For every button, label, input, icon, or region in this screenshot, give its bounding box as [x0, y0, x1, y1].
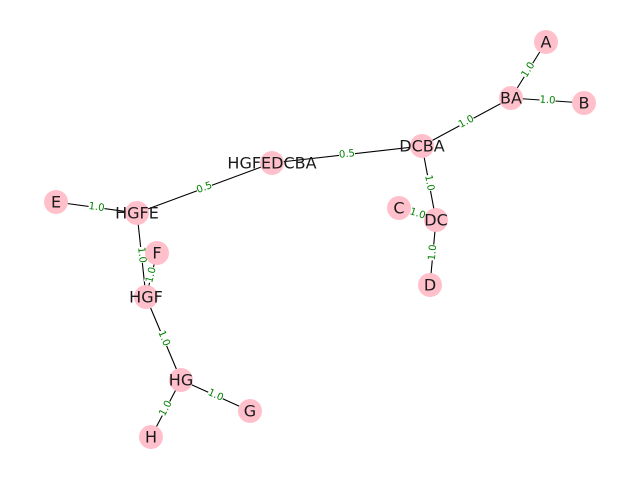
- edge-weight-DCBA-DC: 1.0: [421, 174, 437, 192]
- edge-weight-background: [539, 93, 556, 108]
- node-circle: [169, 368, 193, 392]
- node-HGF: HGF: [129, 285, 163, 309]
- node-BA: BA: [499, 86, 523, 110]
- node-circle: [44, 190, 68, 214]
- node-circle: [410, 134, 434, 158]
- edge-weight-label: 1.0: [144, 266, 159, 284]
- edge-weight-background: [408, 205, 427, 223]
- edge-weight-E-HGFE: 1.0: [87, 200, 106, 215]
- node-label: DC: [424, 211, 448, 230]
- edge-weight-HGF-HG: 1.0: [154, 328, 173, 349]
- node-circle: [499, 86, 523, 110]
- node-circle: [418, 273, 442, 297]
- node-E: E: [44, 190, 68, 214]
- edge-weight-label: 1.0: [427, 244, 439, 261]
- edge-weight-label: 1.0: [408, 206, 427, 221]
- node-label: C: [393, 199, 404, 218]
- node-HGFEDCBA: HGFEDCBA: [227, 151, 317, 175]
- node-circle: [260, 151, 284, 175]
- edge-weight-DC-D: 1.0: [426, 243, 440, 262]
- node-label: B: [579, 94, 590, 113]
- edge-weight-HGFEDCBA-HGFE: 0.5: [194, 179, 215, 197]
- node-label: HGFE: [115, 204, 159, 223]
- nodes-layer: A B BA DCBA C DC D HGFEDCBA E HGFE F HGF HG G H: [44, 30, 596, 449]
- edge-weight-background: [154, 328, 173, 349]
- edge-weight-HG-H: 1.0: [156, 398, 176, 419]
- edge-weight-HGFE-HGF: 1.0: [134, 246, 149, 264]
- edge-weight-background: [421, 174, 437, 192]
- edge-weight-label: 1.0: [520, 60, 538, 79]
- node-DCBA: DCBA: [399, 134, 445, 158]
- edge-weight-background: [205, 386, 226, 405]
- node-circle: [424, 208, 448, 232]
- edge-weight-background: [519, 60, 538, 80]
- edge-weight-label: 1.0: [539, 94, 556, 106]
- edge-weight-A-BA: 1.0: [519, 60, 538, 80]
- edge-weight-B-BA: 1.0: [539, 93, 556, 108]
- node-B: B: [572, 91, 596, 115]
- node-label: HG: [169, 371, 193, 390]
- node-label: DCBA: [399, 137, 444, 156]
- edge-weights-layer: 1.0 1.0 1.0 1.0 1.0 1.0 0.5 0.5 1.0 1.0 1.0 1.0 1.0 1…: [87, 60, 556, 419]
- node-label: A: [541, 33, 552, 52]
- edge-weight-label: 1.0: [457, 113, 476, 130]
- node-label: G: [244, 402, 256, 421]
- node-circle: [145, 241, 169, 265]
- edge-weight-BA-DCBA: 1.0: [456, 112, 477, 132]
- edge-weight-label: 1.0: [155, 329, 171, 348]
- node-DC: DC: [424, 208, 448, 232]
- node-circle: [572, 91, 596, 115]
- node-circle: [125, 201, 149, 225]
- edge-weight-F-HGF: 1.0: [143, 265, 160, 285]
- node-label: HGF: [129, 288, 163, 307]
- edge-weight-label: 0.5: [195, 180, 214, 196]
- node-D: D: [418, 273, 442, 297]
- edge-weight-label: 1.0: [157, 399, 174, 418]
- node-circle: [387, 196, 411, 220]
- node-circle: [534, 30, 558, 54]
- edge-weight-label: 1.0: [206, 387, 225, 404]
- edge-weight-label: 1.0: [135, 247, 148, 264]
- node-label: D: [424, 276, 436, 295]
- edge-weight-background: [87, 200, 106, 215]
- edge-weight-background: [194, 179, 215, 197]
- node-G: G: [238, 399, 262, 423]
- edge-weight-label: 1.0: [88, 201, 105, 214]
- edge-weight-background: [143, 265, 160, 285]
- edge-weight-label: 1.0: [422, 174, 436, 192]
- node-H: H: [139, 425, 163, 449]
- edge-weight-background: [338, 147, 356, 162]
- edge-weight-background: [134, 246, 149, 264]
- edge-weight-background: [456, 112, 477, 132]
- node-label: H: [145, 428, 157, 447]
- edge-weight-DCBA-HGFEDCBA: 0.5: [338, 147, 356, 162]
- node-circle: [139, 425, 163, 449]
- edge-weight-background: [156, 398, 176, 419]
- node-label: BA: [500, 89, 522, 108]
- node-label: HGFEDCBA: [227, 154, 316, 173]
- edge-weight-label: 0.5: [338, 148, 355, 161]
- node-HGFE: HGFE: [115, 201, 159, 225]
- node-C: C: [387, 196, 411, 220]
- node-A: A: [534, 30, 558, 54]
- edge-weight-background: [426, 243, 440, 262]
- node-HG: HG: [169, 368, 193, 392]
- node-label: F: [152, 244, 161, 263]
- node-F: F: [145, 241, 169, 265]
- edge-weight-HG-G: 1.0: [205, 386, 226, 405]
- node-circle: [134, 285, 158, 309]
- node-label: E: [51, 193, 61, 212]
- node-circle: [238, 399, 262, 423]
- edge-weight-C-DC: 1.0: [408, 205, 427, 223]
